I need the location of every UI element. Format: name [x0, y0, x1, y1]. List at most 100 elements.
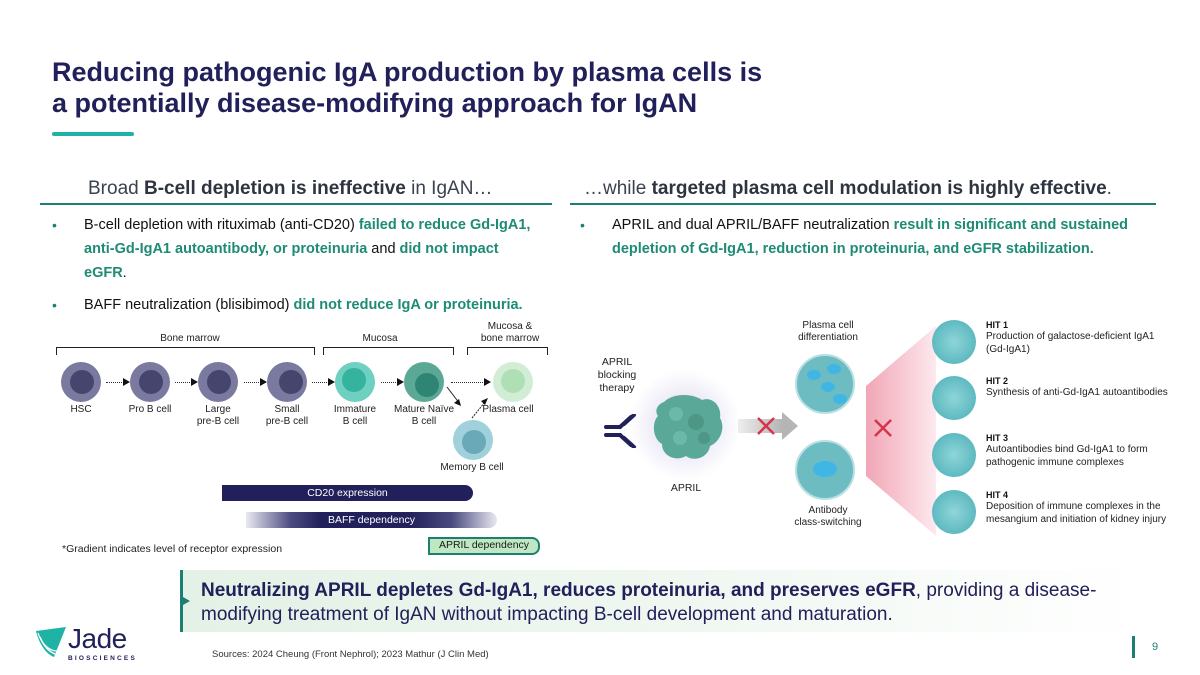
- callout-text: Neutralizing APRIL depletes Gd-IgA1, red…: [201, 579, 1121, 627]
- title-line-2: a potentially disease-modifying approach…: [52, 88, 698, 118]
- autoantibody-icon: [932, 376, 976, 420]
- arrow-right-icon: [244, 378, 267, 386]
- page-number-bar: [1132, 636, 1135, 658]
- text: and: [367, 241, 400, 257]
- highlight: did not reduce IgA or proteinuria.: [293, 297, 523, 313]
- arrow-right-icon: [381, 378, 404, 386]
- immune-complex-icon: [932, 433, 976, 477]
- cell-label-pro-b: Pro B cell: [128, 404, 172, 415]
- left-bullet-1: • B-cell depletion with rituximab (anti-…: [52, 213, 542, 285]
- bracket-mucosa: [323, 347, 454, 355]
- hits-funnel: [866, 326, 936, 536]
- gradient-footnote: *Gradient indicates level of receptor ex…: [62, 543, 283, 555]
- hit-tag: HIT 4: [986, 490, 1009, 500]
- jade-logo-mark-icon: [36, 627, 66, 657]
- memory-b-arrows-icon: [446, 386, 488, 419]
- title-accent-bar: [52, 132, 134, 136]
- right-heading-bold: targeted plasma cell modulation is highl…: [651, 178, 1107, 199]
- blocked-arrow-icon: [738, 412, 798, 440]
- cell-immature-b: [335, 362, 375, 402]
- antibody-class-switching-label: Antibody class-switching: [794, 505, 862, 528]
- hit-text: Synthesis of anti-Gd-IgA1 autoantibodies: [986, 387, 1168, 398]
- key-takeaway-callout: Neutralizing APRIL depletes Gd-IgA1, red…: [180, 570, 1140, 632]
- gd-iga1-icon: [932, 320, 976, 364]
- right-heading: …while targeted plasma cell modulation i…: [584, 178, 1112, 200]
- bullet-dot: •: [580, 217, 585, 233]
- slide-title: Reducing pathogenic IgA production by pl…: [52, 57, 812, 119]
- right-heading-rule: [570, 203, 1156, 205]
- cell-pro-b: [130, 362, 170, 402]
- logo-subtitle: BIOSCIENCES: [68, 655, 137, 662]
- april-protein-icon: [653, 395, 723, 459]
- bracket-mucosa-bone-marrow: [467, 347, 548, 355]
- left-heading-pre: Broad: [88, 178, 144, 199]
- cd20-expression-bar: CD20 expression: [222, 485, 473, 501]
- bracket-bone-marrow: [56, 347, 315, 355]
- page-number: 9: [1152, 641, 1159, 653]
- arrow-right-icon: [106, 378, 130, 386]
- antibody-class-switching-circle: [795, 440, 855, 500]
- hit-tag: HIT 3: [986, 433, 1009, 443]
- bullet-dot: •: [52, 297, 57, 313]
- callout-bold: Neutralizing APRIL depletes Gd-IgA1, red…: [201, 580, 916, 601]
- left-heading-bold: B-cell depletion is ineffective: [143, 178, 406, 199]
- hit-text: Autoantibodies bind Gd-IgA1 to form path…: [986, 444, 1148, 468]
- plasma-differentiation-label: Plasma cell differentiation: [798, 320, 858, 343]
- text: APRIL and dual APRIL/BAFF neutralization: [612, 217, 894, 233]
- baff-dependency-bar: BAFF dependency: [246, 512, 497, 528]
- hit-text: Deposition of immune complexes in the me…: [986, 501, 1167, 525]
- cell-label-memory-b: Memory B cell: [440, 462, 504, 473]
- cell-memory-b: [453, 420, 493, 460]
- right-heading-post: .: [1106, 178, 1112, 199]
- april-label: APRIL: [670, 482, 702, 494]
- callout-rest: , providing a disease-modifying treatmen…: [201, 580, 1097, 625]
- cell-hsc: [61, 362, 101, 402]
- jade-logo: Jade BIOSCIENCES: [34, 623, 154, 665]
- right-bullets: • APRIL and dual APRIL/BAFF neutralizati…: [580, 213, 1160, 269]
- right-heading-pre: …while: [584, 178, 652, 199]
- arrow-right-icon: [451, 378, 491, 386]
- cell-label-hsc: HSC: [70, 404, 92, 415]
- cell-plasma: [493, 362, 533, 402]
- logo-wordmark: Jade: [68, 623, 127, 654]
- left-heading: Broad B-cell depletion is ineffective in…: [88, 178, 492, 200]
- highlight: result in significant and sustained depl…: [612, 217, 1129, 257]
- left-bullet-2: • BAFF neutralization (blisibimod) did n…: [52, 293, 542, 317]
- arrow-right-icon: [175, 378, 198, 386]
- kidney-icon: [932, 490, 976, 534]
- hit-tag: HIT 2: [986, 376, 1009, 386]
- region-label-line2: bone marrow: [480, 333, 540, 344]
- plasma-cell-circle: [795, 354, 855, 414]
- callout-pointer-icon: [183, 597, 190, 605]
- sources-citation: Sources: 2024 Cheung (Front Nephrol); 20…: [212, 649, 489, 660]
- april-dependency-bar: APRIL dependency: [428, 537, 540, 555]
- antibody-icon: [604, 414, 636, 448]
- region-label-line1: Mucosa &: [487, 321, 533, 332]
- highlight: did not impact eGFR: [84, 241, 499, 281]
- cell-label-plasma: Plasma cell: [482, 404, 534, 415]
- right-bullet-1: • APRIL and dual APRIL/BAFF neutralizati…: [580, 213, 1160, 261]
- arrow-right-icon: [312, 378, 335, 386]
- hit-text: Production of galactose-deficient IgA1 (…: [986, 331, 1155, 355]
- highlight: failed to reduce Gd-IgA1, anti-Gd-IgA1 a…: [84, 217, 531, 257]
- left-heading-rule: [40, 203, 552, 205]
- region-mucosa: Mucosa: [362, 333, 398, 344]
- therapy-label: APRIL blocking therapy: [597, 356, 637, 394]
- region-mucosa-bone-marrow: Mucosa & bone marrow: [470, 321, 550, 345]
- cell-mature-naive-b: [404, 362, 444, 402]
- region-bone-marrow: Bone marrow: [160, 333, 220, 344]
- text: BAFF neutralization (blisibimod): [84, 297, 294, 313]
- text: B-cell depletion with rituximab (anti-CD…: [84, 217, 359, 233]
- left-bullets: • B-cell depletion with rituximab (anti-…: [52, 213, 542, 325]
- bullet-dot: •: [52, 217, 57, 233]
- cell-small-pre-b: [267, 362, 307, 402]
- hit-tag: HIT 1: [986, 320, 1009, 330]
- left-heading-post: in IgAN…: [405, 178, 493, 199]
- cell-large-pre-b: [198, 362, 238, 402]
- text: .: [122, 265, 127, 281]
- title-line-1: Reducing pathogenic IgA production by pl…: [52, 57, 763, 87]
